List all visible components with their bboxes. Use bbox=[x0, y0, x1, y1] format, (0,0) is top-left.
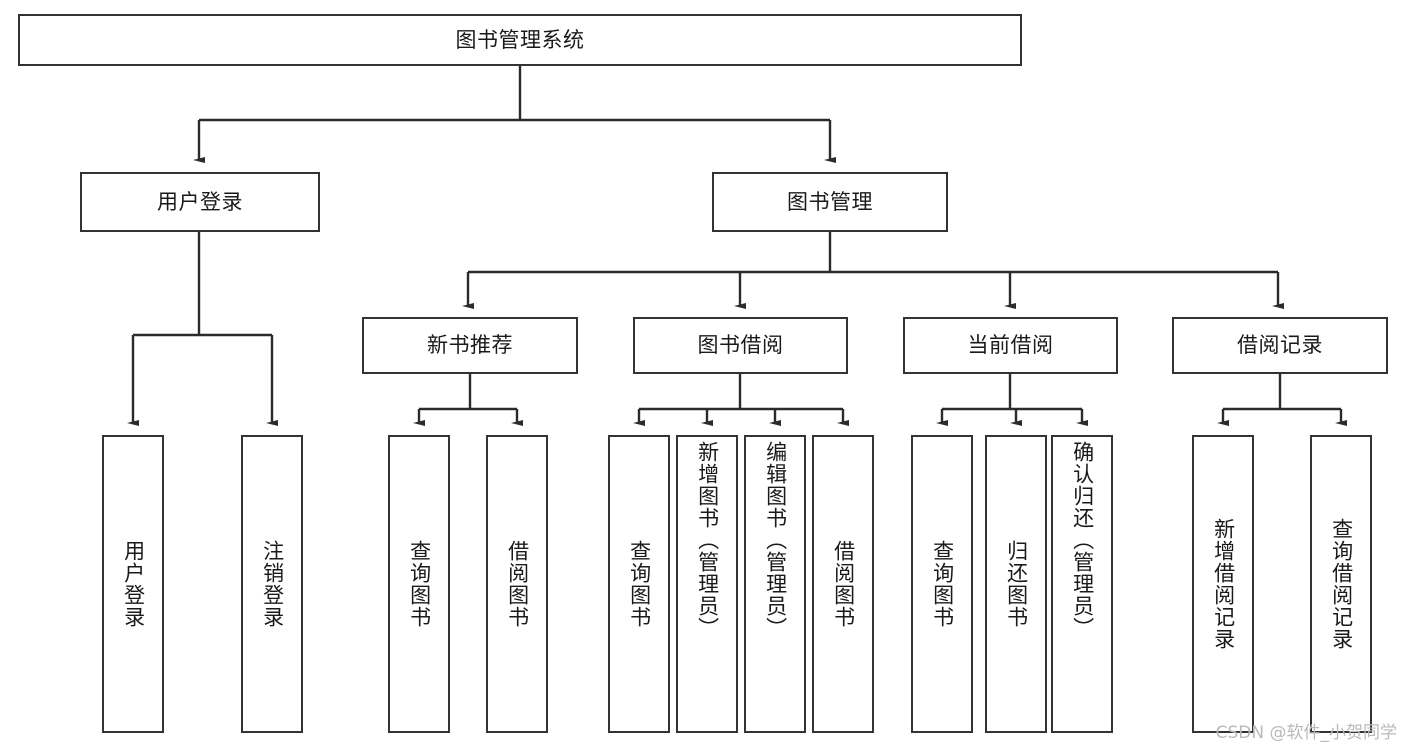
node-root-label: 图书管理系统 bbox=[455, 27, 585, 52]
node-book-borrow[interactable]: 图书借阅 bbox=[633, 317, 848, 374]
node-leaf-query-book-recommend-label: 查询图书 bbox=[407, 540, 432, 628]
node-new-book-recommend[interactable]: 新书推荐 bbox=[362, 317, 578, 374]
node-leaf-add-borrow-record-label: 新增借阅记录 bbox=[1211, 518, 1236, 650]
node-leaf-add-borrow-record[interactable]: 新增借阅记录 bbox=[1192, 435, 1254, 733]
node-leaf-confirm-return-label: 确认归还（管理员） bbox=[1070, 441, 1095, 639]
node-leaf-return-book-label: 归还图书 bbox=[1004, 540, 1029, 628]
node-leaf-user-login-label: 用户登录 bbox=[121, 540, 146, 628]
node-user-login-label: 用户登录 bbox=[157, 189, 243, 214]
node-leaf-query-book-recommend[interactable]: 查询图书 bbox=[388, 435, 450, 733]
node-leaf-query-borrow-record[interactable]: 查询借阅记录 bbox=[1310, 435, 1372, 733]
node-leaf-user-login[interactable]: 用户登录 bbox=[102, 435, 164, 733]
node-leaf-return-book[interactable]: 归还图书 bbox=[985, 435, 1047, 733]
watermark-text: CSDN @软件_小贺同学 bbox=[1215, 723, 1397, 743]
node-leaf-query-book-current-label: 查询图书 bbox=[930, 540, 955, 628]
node-leaf-borrow-book-recommend-label: 借阅图书 bbox=[505, 540, 530, 628]
node-book-management[interactable]: 图书管理 bbox=[712, 172, 948, 232]
node-leaf-borrow-book[interactable]: 借阅图书 bbox=[812, 435, 874, 733]
node-leaf-query-book-borrow[interactable]: 查询图书 bbox=[608, 435, 670, 733]
node-new-book-recommend-label: 新书推荐 bbox=[427, 333, 513, 358]
node-leaf-edit-book-label: 编辑图书（管理员） bbox=[763, 441, 788, 639]
node-leaf-edit-book[interactable]: 编辑图书（管理员） bbox=[744, 435, 806, 733]
node-user-login[interactable]: 用户登录 bbox=[80, 172, 320, 232]
node-leaf-add-book-label: 新增图书（管理员） bbox=[695, 441, 720, 639]
node-book-borrow-label: 图书借阅 bbox=[697, 333, 784, 358]
node-leaf-logout-login[interactable]: 注销登录 bbox=[241, 435, 303, 733]
node-leaf-logout-login-label: 注销登录 bbox=[260, 540, 285, 628]
node-leaf-query-book-current[interactable]: 查询图书 bbox=[911, 435, 973, 733]
node-leaf-add-book[interactable]: 新增图书（管理员） bbox=[676, 435, 738, 733]
node-leaf-borrow-book-recommend[interactable]: 借阅图书 bbox=[486, 435, 548, 733]
node-borrow-record[interactable]: 借阅记录 bbox=[1172, 317, 1388, 374]
node-leaf-query-book-borrow-label: 查询图书 bbox=[627, 540, 652, 628]
node-current-borrow-label: 当前借阅 bbox=[967, 333, 1054, 358]
node-current-borrow[interactable]: 当前借阅 bbox=[903, 317, 1118, 374]
node-book-management-label: 图书管理 bbox=[787, 189, 873, 214]
node-leaf-confirm-return[interactable]: 确认归还（管理员） bbox=[1051, 435, 1113, 733]
node-root[interactable]: 图书管理系统 bbox=[18, 14, 1022, 66]
node-leaf-borrow-book-label: 借阅图书 bbox=[831, 540, 856, 628]
node-borrow-record-label: 借阅记录 bbox=[1237, 333, 1323, 358]
node-leaf-query-borrow-record-label: 查询借阅记录 bbox=[1329, 518, 1354, 650]
